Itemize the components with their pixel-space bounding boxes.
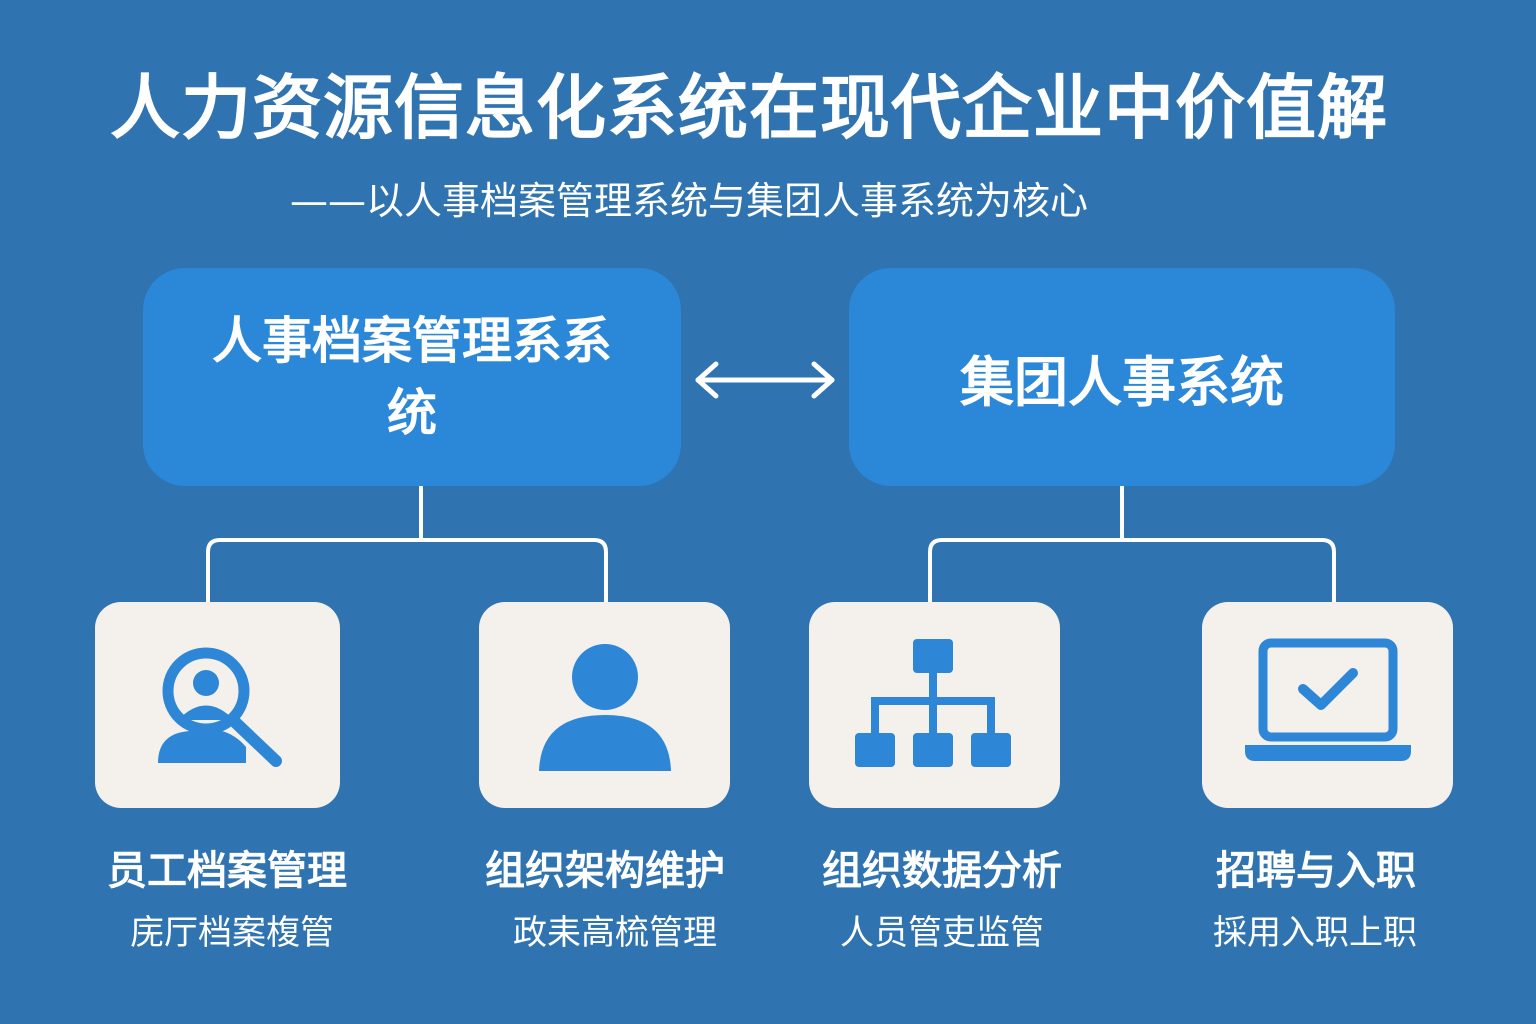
card-4-subtitle: 採用入职上职: [1213, 913, 1417, 953]
laptop-check-icon: [1244, 638, 1411, 761]
person-icon: [538, 644, 671, 771]
system-box-archive-label: 人事档案管理系系统: [212, 312, 612, 442]
card-2-subtitle: 政耒高梳管理: [513, 913, 717, 953]
system-box-group-label: 集团人事系统: [960, 350, 1284, 414]
card-employee-archive[interactable]: [95, 602, 340, 808]
card-recruitment[interactable]: [1202, 602, 1453, 808]
tree-lines-right: [928, 486, 1336, 602]
card-1-subtitle: 庑厅档案椱管: [130, 913, 334, 953]
person-search-icon: [157, 647, 282, 767]
card-1-title: 员工档案管理: [107, 848, 347, 894]
system-box-archive: 人事档案管理系系统: [143, 268, 681, 486]
card-2-title: 组织架构维护: [485, 848, 725, 894]
tree-lines-left: [206, 486, 608, 602]
card-org-structure[interactable]: [479, 602, 730, 808]
page-title: 人力资源信息化系统在现代企业中价值解: [110, 67, 1388, 149]
org-chart-icon: [854, 639, 1011, 767]
page-subtitle: ——以人事档案管理系统与集团人事系统为核心: [290, 179, 1089, 223]
system-box-group: 集团人事系统: [849, 268, 1395, 486]
double-arrow-icon: [695, 361, 835, 399]
card-3-title: 组织数据分析: [822, 848, 1062, 894]
card-3-subtitle: 人员管吏监管: [840, 913, 1044, 953]
card-4-title: 招聘与入职: [1216, 848, 1416, 894]
card-org-data[interactable]: [809, 602, 1060, 808]
